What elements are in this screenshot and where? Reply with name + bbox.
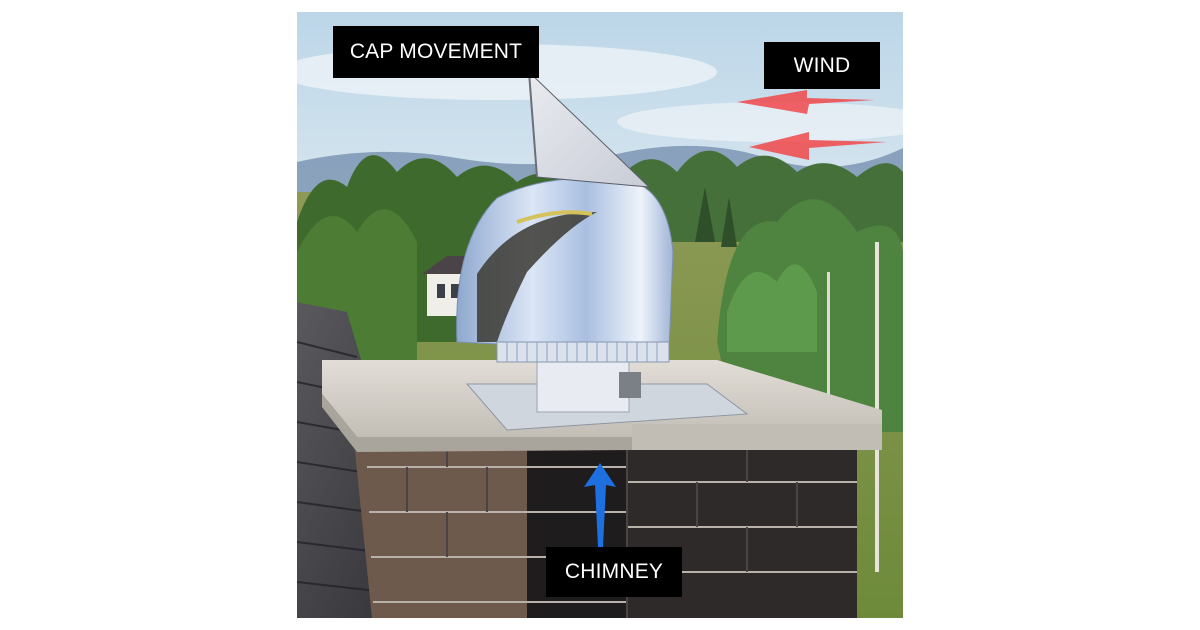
scene-illustration bbox=[297, 12, 903, 618]
birch-trunk bbox=[875, 242, 879, 572]
chimney-label: CHIMNEY bbox=[546, 547, 682, 597]
chimney-cap-photo: CAP MOVEMENT WIND CHIMNEY bbox=[297, 12, 903, 618]
latch bbox=[619, 372, 641, 398]
wind-arrow-icon bbox=[737, 90, 875, 114]
chimney-cap bbox=[456, 177, 674, 363]
wind-arrow-icon bbox=[749, 132, 887, 160]
wind-label: WIND bbox=[764, 42, 880, 89]
updraft-arrow-icon bbox=[584, 463, 616, 547]
cap-movement-label: CAP MOVEMENT bbox=[333, 26, 539, 78]
